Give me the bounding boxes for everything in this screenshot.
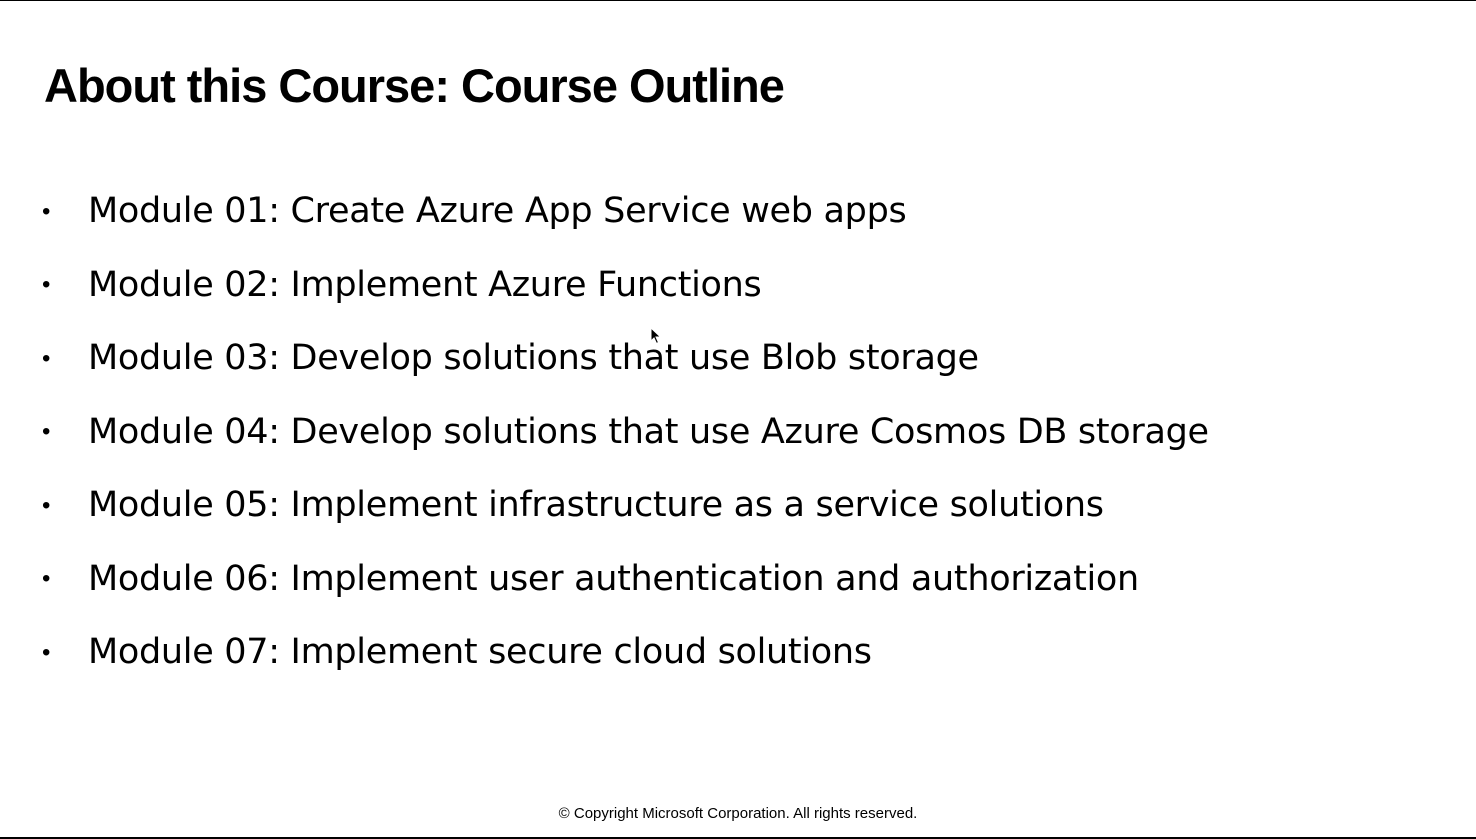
copyright-footer: © Copyright Microsoft Corporation. All r… [558,805,918,822]
module-01-text: Module 01: Create Azure App Service web … [88,191,907,232]
bullet-icon: • [42,565,51,593]
mouse-pointer-icon [650,327,662,345]
module-02-text: Module 02: Implement Azure Functions [88,264,762,305]
list-item: • Module 02: Implement Azure Functions [40,249,1209,323]
list-item: • Module 01: Create Azure App Service we… [40,175,1209,249]
bullet-icon: • [42,271,51,299]
list-item: • Module 06: Implement user authenticati… [40,543,1209,617]
module-06-text: Module 06: Implement user authentication… [88,558,1139,599]
bullet-icon: • [42,638,51,666]
module-05-text: Module 05: Implement infrastructure as a… [88,485,1104,526]
list-item: • Module 07: Implement secure cloud solu… [40,616,1209,690]
bullet-icon: • [42,418,51,446]
module-07-text: Module 07: Implement secure cloud soluti… [88,632,872,673]
list-item: • Module 03: Develop solutions that use … [40,322,1209,396]
module-03-text: Module 03: Develop solutions that use Bl… [88,338,979,379]
bullet-icon: • [42,491,51,519]
module-04-text: Module 04: Develop solutions that use Az… [88,411,1209,452]
list-item: • Module 05: Implement infrastructure as… [40,469,1209,543]
bullet-icon: • [42,197,51,225]
list-item: • Module 04: Develop solutions that use … [40,396,1209,470]
bullet-icon: • [42,344,51,372]
slide-title: About this Course: Course Outline [44,59,785,112]
module-list: • Module 01: Create Azure App Service we… [40,175,1209,690]
